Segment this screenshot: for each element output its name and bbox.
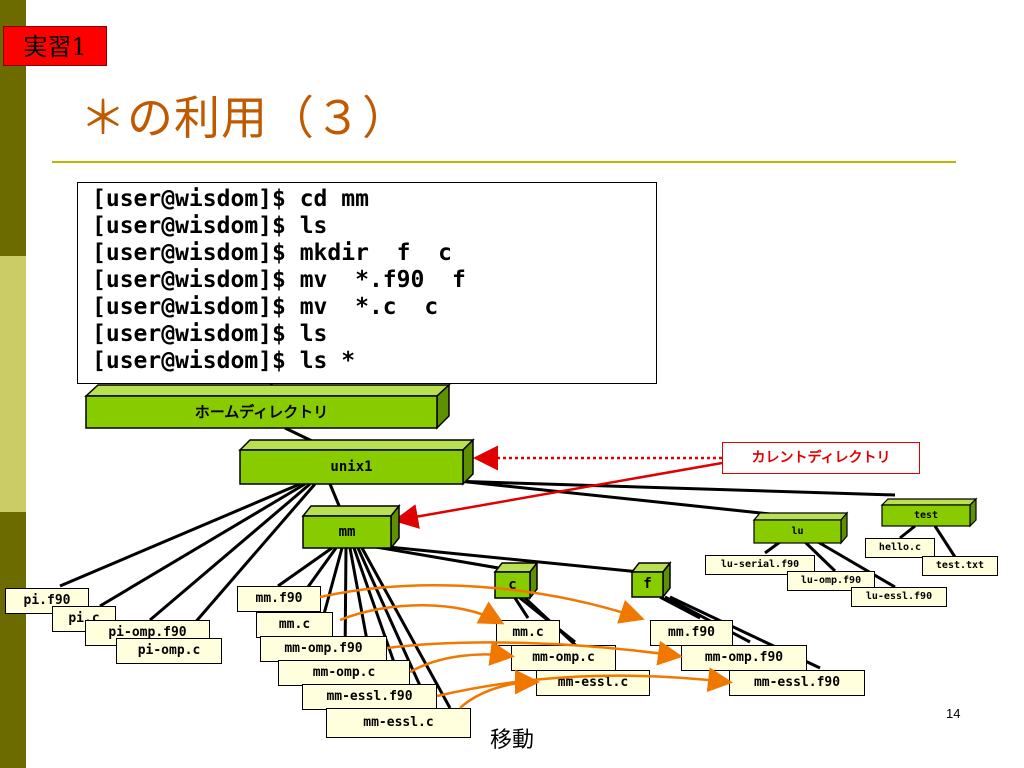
file-f-mm-essl-f90: mm-essl.f90 bbox=[729, 670, 865, 696]
terminal-line-1: [user@wisdom]$ cd mm bbox=[92, 186, 369, 212]
mm-directory-label: mm bbox=[338, 524, 356, 540]
file-f-mm-f90: mm.f90 bbox=[650, 620, 733, 646]
mm-directory-block bbox=[301, 503, 401, 551]
file-hello-c: hello.c bbox=[865, 538, 935, 558]
terminal-command-box: [user@wisdom]$ cd mm[user@wisdom]$ ls[us… bbox=[77, 182, 657, 384]
file-c-mm-c: mm.c bbox=[496, 620, 560, 646]
title-divider bbox=[52, 161, 956, 163]
file-mm-omp-f90: mm-omp.f90 bbox=[260, 636, 387, 662]
sidebar-light-middle bbox=[0, 256, 26, 512]
terminal-line-7: [user@wisdom]$ ls * bbox=[92, 348, 356, 374]
file-lu-serial-f90: lu-serial.f90 bbox=[705, 555, 815, 575]
file-mm-essl-c: mm-essl.c bbox=[326, 708, 471, 738]
file-lu-omp-f90: lu-omp.f90 bbox=[787, 571, 875, 591]
file-c-mm-essl-c: mm-essl.c bbox=[536, 670, 650, 696]
lu-directory-block bbox=[752, 511, 849, 545]
terminal-line-2: [user@wisdom]$ ls bbox=[92, 213, 328, 239]
file-f-mm-omp-f90: mm-omp.f90 bbox=[681, 645, 807, 671]
terminal-line-3: [user@wisdom]$ mkdir f c bbox=[92, 240, 453, 266]
exercise-badge: 実習1 bbox=[3, 26, 107, 66]
file-test-txt: test.txt bbox=[922, 556, 998, 576]
slide-title: ＊の利用（３） bbox=[80, 91, 409, 145]
sidebar-dark-bottom bbox=[0, 512, 26, 768]
file-lu-essl-f90: lu-essl.f90 bbox=[851, 587, 947, 607]
file-mm-omp-c: mm-omp.c bbox=[278, 660, 410, 686]
lu-directory-label: lu bbox=[791, 526, 804, 537]
test-directory-block bbox=[880, 497, 978, 528]
f-directory-label: f bbox=[643, 576, 652, 592]
file-pi-omp-c: pi-omp.c bbox=[116, 638, 222, 664]
current-dir-arrow bbox=[393, 461, 723, 529]
page-number: 14 bbox=[946, 706, 961, 721]
test-directory-label: test bbox=[913, 510, 939, 521]
file-c-mm-omp-c: mm-omp.c bbox=[511, 645, 616, 671]
file-mm-c: mm.c bbox=[256, 612, 333, 638]
home-directory-label: ホームディレクトリ bbox=[194, 403, 329, 421]
terminal-line-4: [user@wisdom]$ mv *.f90 f bbox=[92, 267, 466, 293]
terminal-line-5: [user@wisdom]$ mv *.c c bbox=[92, 294, 439, 320]
terminal-line-6: [user@wisdom]$ ls bbox=[92, 321, 328, 347]
c-directory-label: c bbox=[508, 577, 517, 593]
move-caption: 移動 bbox=[490, 728, 535, 753]
home-directory-block bbox=[84, 383, 451, 430]
unix1-directory-block bbox=[238, 438, 475, 486]
current-directory-label: カレントディレクトリ bbox=[722, 442, 920, 474]
file-mm-f90: mm.f90 bbox=[237, 586, 321, 612]
file-mm-essl-f90: mm-essl.f90 bbox=[302, 684, 437, 710]
unix1-directory-label: unix1 bbox=[330, 459, 373, 475]
